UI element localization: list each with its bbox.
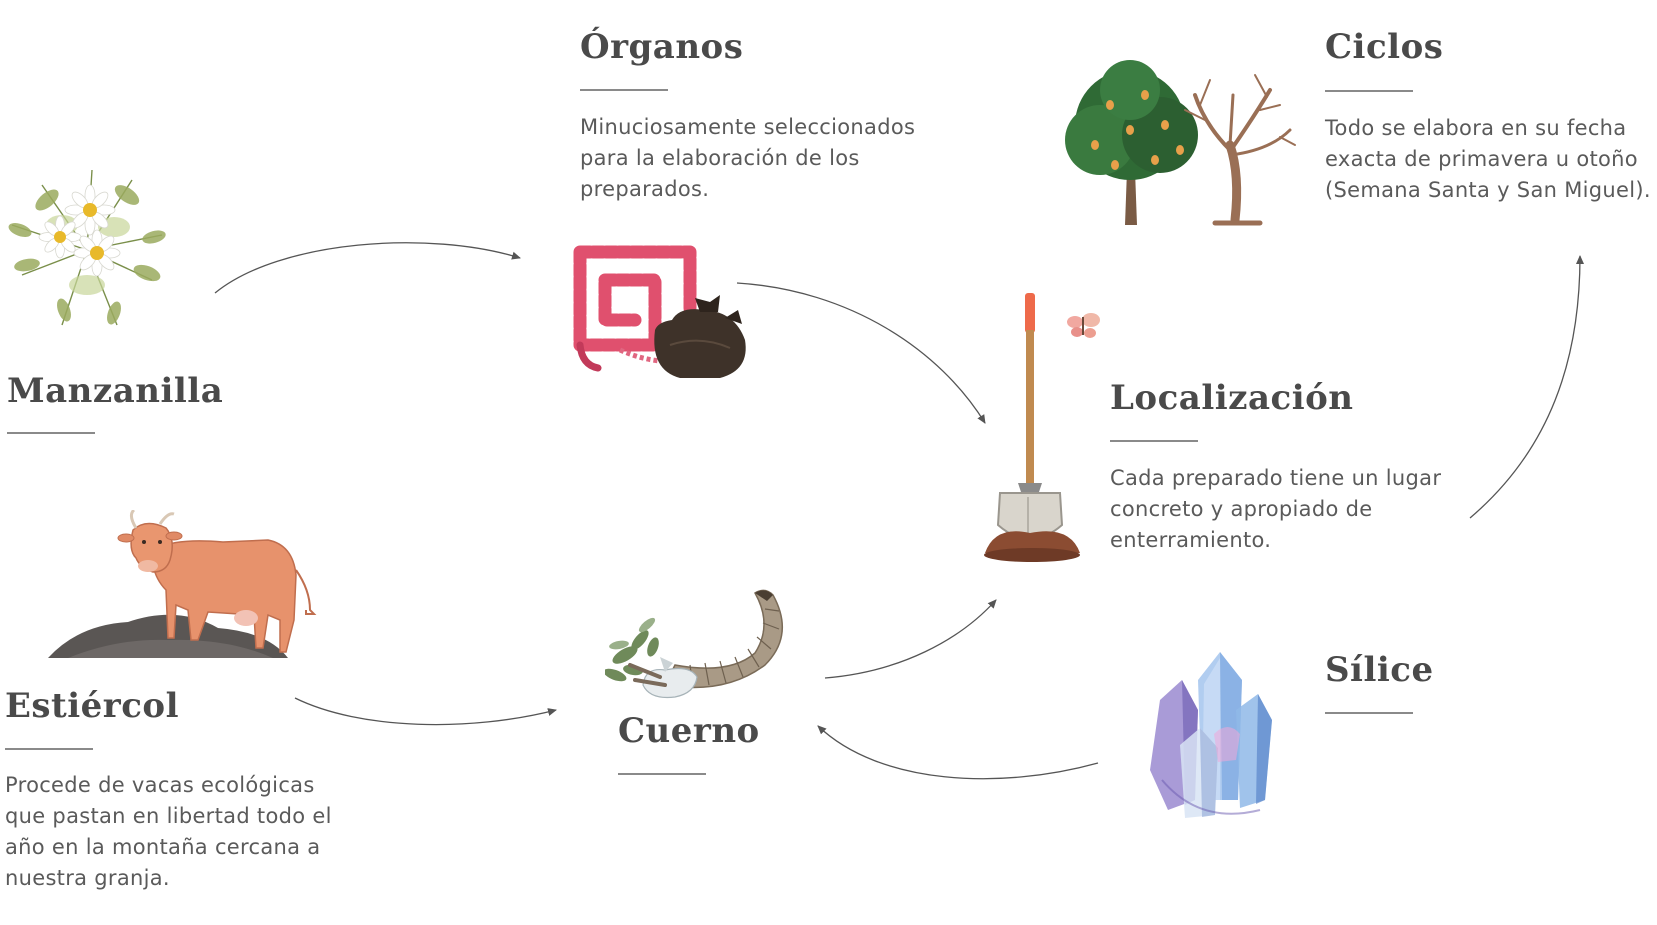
node-title-organos: Órganos <box>580 27 744 67</box>
node-title-ciclos: Ciclos <box>1325 27 1444 67</box>
title-underline <box>7 432 95 434</box>
node-desc-organos: Minuciosamente seleccionados para la ela… <box>580 115 916 201</box>
title-underline <box>618 773 706 775</box>
arrow-cuerno-to-localizacion <box>824 599 997 679</box>
node-title-manzanilla: Manzanilla <box>7 371 224 411</box>
node-title-localizacion: Localización <box>1110 378 1354 418</box>
title-underline <box>580 89 668 91</box>
node-desc-ciclos: Todo se elabora en su fecha exacta de pr… <box>1325 116 1651 202</box>
crystal-quartz-icon <box>1150 652 1272 818</box>
arrow-silice-to-cuerno <box>817 725 1099 780</box>
chamomile-bouquet-icon <box>8 169 166 326</box>
arrow-organos-to-localizacion <box>736 282 986 424</box>
shovel-soil-butterfly-icon <box>984 293 1100 562</box>
arrow-estiercol-to-cuerno <box>294 697 557 726</box>
node-desc-estiercol: Procede de vacas ecológicas que pastan e… <box>5 773 332 890</box>
node-desc-localizacion: Cada preparado tiene un lugar concreto y… <box>1110 466 1442 552</box>
title-underline <box>1110 440 1198 442</box>
arrow-localizacion-to-ciclos <box>1469 255 1584 519</box>
node-title-cuerno: Cuerno <box>618 711 760 751</box>
organs-intestine-bladder-icon <box>573 245 746 378</box>
title-underline <box>1325 712 1413 714</box>
node-title-silice: Sílice <box>1325 650 1434 690</box>
cow-manure-icon <box>48 510 317 658</box>
title-underline <box>5 748 93 750</box>
title-underline <box>1325 90 1413 92</box>
horn-herbs-icon <box>605 589 784 699</box>
seasonal-trees-icon <box>1065 60 1296 226</box>
arrow-manzanilla-to-organos <box>214 242 521 294</box>
node-title-estiercol: Estiércol <box>5 686 180 726</box>
